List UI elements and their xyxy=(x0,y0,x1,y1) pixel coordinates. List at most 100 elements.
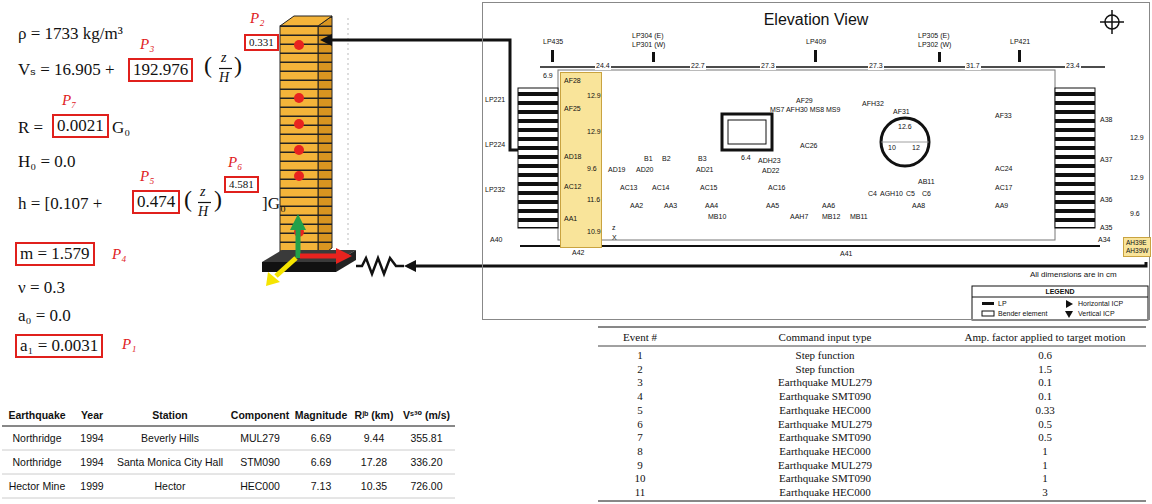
parameter-label: P₂ xyxy=(250,10,264,27)
equation-text: R = xyxy=(18,118,43,138)
sensor-label: z xyxy=(612,224,616,232)
sensor-label: LP421 xyxy=(1010,38,1030,46)
table-cell: Earthquake MUL279 xyxy=(778,418,872,431)
parameter-label: P₄ xyxy=(112,246,126,263)
soil-column-part xyxy=(318,16,332,258)
elevation-geometry-part xyxy=(540,66,1105,68)
sensor-label: AF29 xyxy=(796,97,813,105)
equation-text: ρ = 1733 kg/m³ xyxy=(18,24,123,44)
table-cell: 8 xyxy=(637,445,643,458)
soil-column-part xyxy=(348,18,349,248)
sensor-label: AC26 xyxy=(800,142,818,150)
table-cell: Beverly Hills xyxy=(141,432,199,444)
table-cell: STM090 xyxy=(240,456,280,468)
arrow-heads-part xyxy=(404,260,416,272)
sensor-label: 11.6 xyxy=(587,196,600,204)
equation-text: a₀ = 0.0 xyxy=(18,306,71,326)
elevation-geometry-part-part xyxy=(652,52,655,62)
node-text: a₁ = 0.0031 xyxy=(20,336,98,355)
sensor-label: 12.9 xyxy=(587,128,601,136)
table-cell: HEC000 xyxy=(240,480,280,492)
sensor-label: AD20 xyxy=(636,166,654,174)
sensor-label: AA8 xyxy=(912,202,925,210)
parameter-box: 0.0021 xyxy=(52,114,109,138)
elevation-geometry-part xyxy=(722,114,772,150)
sensor-label: AC13 xyxy=(620,184,638,192)
table-rules xyxy=(2,327,1146,501)
axis-arrows-part xyxy=(336,248,352,264)
parameter-label: P₁ xyxy=(122,336,136,353)
table-cell: 355.81 xyxy=(410,432,442,444)
sensor-label: 27.3 xyxy=(760,62,776,70)
equation-text: ]G₀ xyxy=(262,194,286,214)
sensor-label: 6.4 xyxy=(741,154,751,162)
elevation-geometry-part xyxy=(881,118,929,166)
table-cell: 0.33 xyxy=(1035,404,1054,417)
sensor-label: 12.9 xyxy=(1130,134,1144,142)
node-text: 0.331 xyxy=(249,36,274,48)
equation-text: ν = 0.3 xyxy=(18,278,65,298)
table-cell: Northridge xyxy=(12,456,61,468)
sensor-label: AC17 xyxy=(995,184,1013,192)
sensor-label: 9.6 xyxy=(1130,210,1140,218)
sensor-label: LP221 xyxy=(485,96,505,104)
table-cell: 7 xyxy=(637,431,643,444)
panel-title: Elevation View xyxy=(483,3,1149,29)
soil-column-part-part xyxy=(294,119,304,129)
table-cell: Event # xyxy=(623,331,657,344)
sensor-label: A36 xyxy=(1100,196,1112,204)
table-cell: Command input type xyxy=(779,331,872,344)
table-cell: Earthquake xyxy=(8,409,65,421)
table-cell: Step function xyxy=(796,363,855,376)
sensor-label: X xyxy=(612,234,617,242)
fraction-bars-part xyxy=(198,202,211,203)
axis-arrows-part xyxy=(266,272,280,286)
table-cell: Component xyxy=(231,409,289,421)
table-cell: Santa Monica City Hall xyxy=(117,456,223,468)
sensor-label: LP302 (W) xyxy=(918,41,951,49)
axis-arrows-part xyxy=(276,258,296,276)
equation-text: z xyxy=(200,184,205,200)
parameter-label: P₅ xyxy=(140,168,154,185)
table-cell: Earthquake HEC000 xyxy=(779,404,870,417)
elevation-geometry-part xyxy=(1055,88,1095,228)
table-cell: MUL279 xyxy=(240,432,280,444)
base-plate-part xyxy=(262,262,336,272)
sensor-label: A41 xyxy=(840,250,852,258)
table-cell: Earthquake SMT090 xyxy=(779,431,871,444)
sensor-label: AB11 xyxy=(918,178,935,186)
table-cell: 2 xyxy=(637,363,643,376)
elevation-geometry-part-part xyxy=(938,52,941,62)
table-rules-part xyxy=(598,501,1146,502)
equation-text: H xyxy=(198,204,208,220)
equation-text: ( xyxy=(184,186,192,214)
legend-text: Bender element xyxy=(998,310,1047,318)
sensor-label: 24.4 xyxy=(595,62,611,70)
equation-text: Vₛ = 16.905 + xyxy=(18,60,115,80)
soil-column xyxy=(280,16,348,258)
table-cell: Hector Mine xyxy=(9,480,66,492)
equation-text: ) xyxy=(234,52,242,80)
parameter-label: P₇ xyxy=(62,92,76,109)
sensor-label: 10 xyxy=(888,144,896,152)
table-cell: Earthquake MUL279 xyxy=(778,376,872,389)
table-cell: 1994 xyxy=(80,456,103,468)
spring xyxy=(356,258,404,274)
elevation-geometry-part-part xyxy=(551,50,554,62)
table-cell: 1 xyxy=(1042,459,1048,472)
sensor-label: AF31 xyxy=(893,108,910,116)
axis-arrows xyxy=(266,214,352,286)
node-text: AA1 xyxy=(564,215,577,222)
sensor-label: B3 xyxy=(698,155,707,163)
sensor-label: 10.9 xyxy=(587,228,601,236)
link-arrows-part xyxy=(416,262,1146,266)
sensor-label: C6 xyxy=(922,190,931,198)
sensor-label: C5 xyxy=(906,190,915,198)
sensor-label: AA6 xyxy=(822,202,835,210)
table-cell: 10 xyxy=(635,472,646,485)
spring-part xyxy=(356,258,404,274)
node-text: 0.474 xyxy=(137,192,175,211)
table-cell: Earthquake SMT090 xyxy=(779,390,871,403)
arrow-heads xyxy=(320,34,559,272)
